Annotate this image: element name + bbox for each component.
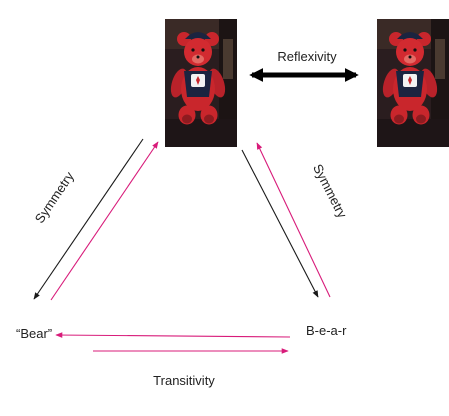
symmetry-right-label: Symmetry (310, 161, 350, 220)
picture-to-word-arrow (33, 138, 144, 300)
reflexivity-label: Reflexivity (277, 49, 337, 64)
spelling-to-word-arrow (55, 332, 291, 338)
spelling-to-picture-arrow (256, 142, 331, 298)
teddy-bear-photo (165, 19, 237, 147)
picture-to-spelling-arrow (241, 149, 319, 298)
transitivity-label: Transitivity (153, 373, 215, 388)
word-node: “Bear” (16, 326, 52, 341)
teddy-bear-photo-copy (377, 19, 449, 147)
word-to-picture-arrow (50, 141, 159, 301)
symmetry-left-label: Symmetry (32, 169, 77, 226)
spelling-node: B-e-a-r (306, 323, 347, 338)
